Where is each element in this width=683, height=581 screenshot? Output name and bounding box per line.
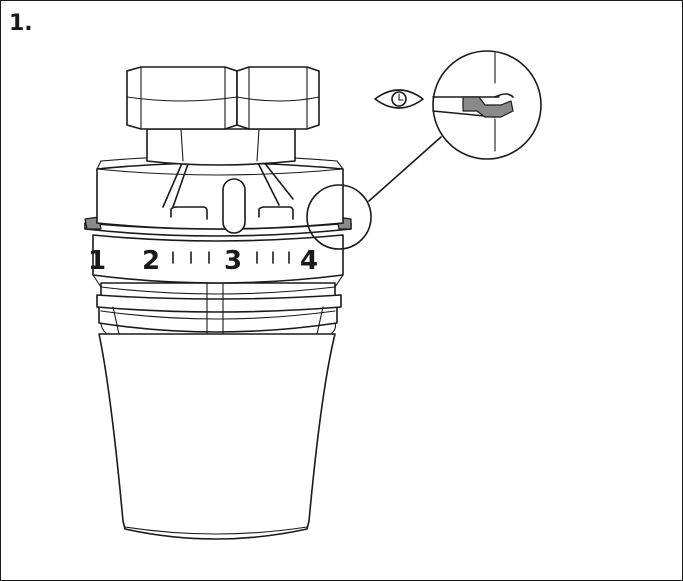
dial-mark-4: 4 [300,246,318,276]
eye-icon [374,89,424,109]
center-release-button [222,178,246,234]
magnified-detail-callout [432,50,542,160]
hex-nut [126,66,320,166]
step-number: 1. [9,11,33,36]
detail-highlight-circle [306,184,372,250]
valve-collar [98,333,336,540]
temperature-dial: 1 2 3 4 [88,234,344,295]
dial-mark-1: 1 [88,246,106,276]
grip-rings [96,282,342,335]
head-body [96,155,344,234]
dial-ticks [172,251,290,264]
callout-leader [368,136,442,202]
dial-mark-3: 3 [224,246,242,276]
dial-mark-2: 2 [142,246,160,276]
